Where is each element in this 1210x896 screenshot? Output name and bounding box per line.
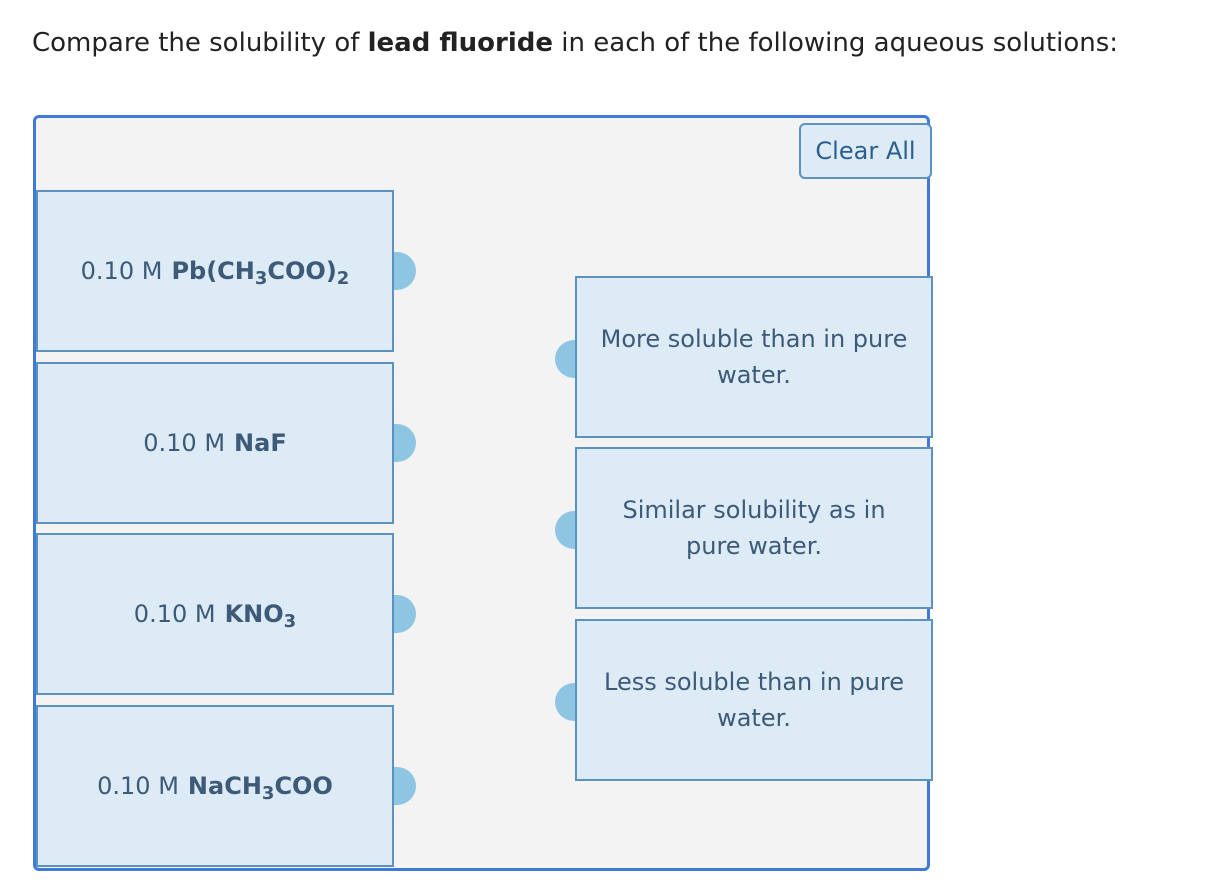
question-text: Compare the solubility of lead fluoride … [32,28,1118,58]
drag-item-kno3[interactable]: 0.10 M KNO3 [36,533,394,695]
item-concentration: 0.10 M [133,600,216,628]
drop-target-less-soluble[interactable]: Less soluble than in pure water. [575,619,933,781]
item-concentration: 0.10 M [97,772,179,800]
item-concentration: 0.10 M [143,429,226,457]
item-formula: NaCH3COO [187,772,333,804]
drag-handle-knob[interactable] [394,767,416,805]
item-concentration: 0.10 M [80,257,163,285]
question-prefix: Compare the solubility of [32,28,368,58]
drop-target-more-soluble[interactable]: More soluble than in pure water. [575,276,933,438]
drop-socket-knob [555,340,577,378]
drag-handle-knob[interactable] [394,252,416,290]
item-formula: Pb(CH3COO)2 [171,257,350,289]
item-formula: KNO3 [224,600,297,632]
clear-all-button[interactable]: Clear All [799,123,932,179]
drag-handle-knob[interactable] [394,595,416,633]
drag-drop-panel: Clear All 0.10 M Pb(CH3COO)2 0.10 M NaF … [33,115,933,871]
question-compound: lead fluoride [367,28,554,58]
drag-item-na-acetate[interactable]: 0.10 M NaCH3COO [36,705,394,867]
drag-item-pb-acetate[interactable]: 0.10 M Pb(CH3COO)2 [36,190,394,352]
drag-item-naf[interactable]: 0.10 M NaF [36,362,394,524]
question-suffix: in each of the following aqueous solutio… [553,28,1119,58]
drag-handle-knob[interactable] [394,424,416,462]
item-formula: NaF [234,429,287,457]
drop-target-similar-solubility[interactable]: Similar solubility as in pure water. [575,447,933,609]
drop-socket-knob [555,683,577,721]
target-label: Similar solubility as in pure water. [622,496,886,560]
target-label: More soluble than in pure water. [600,325,908,389]
drop-socket-knob [555,511,577,549]
target-label: Less soluble than in pure water. [604,668,904,732]
